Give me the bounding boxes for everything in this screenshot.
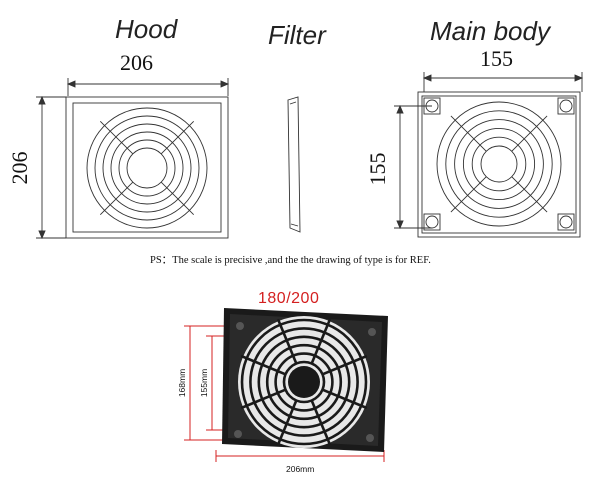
guard-ring: [445, 110, 553, 218]
size-label: 180/200: [258, 290, 320, 307]
guard-ring: [282, 360, 326, 404]
guard-spoke: [511, 115, 548, 152]
guard-ring: [471, 136, 527, 192]
main-body-title: Main body: [430, 16, 550, 46]
guard-spoke: [276, 400, 298, 446]
guard-spoke: [310, 400, 332, 446]
height-inner-label: 155mm: [199, 368, 209, 398]
guard-ring: [274, 352, 334, 412]
guard-ring: [249, 327, 359, 437]
hood-width-label: 206: [120, 50, 153, 75]
guard-ring: [257, 335, 351, 429]
guard-ring: [240, 318, 368, 446]
guard-ring: [110, 131, 184, 205]
body-width-label: 155: [480, 46, 513, 71]
guard-ring: [436, 101, 562, 227]
guard-ring: [265, 343, 343, 421]
guard-spoke: [450, 176, 487, 213]
filter-title: Filter: [268, 20, 326, 50]
guard-ring: [454, 119, 544, 209]
guard-spoke: [511, 176, 548, 213]
reference-note: PS：The scale is precisive ,and the the d…: [150, 255, 431, 266]
guard-ring: [462, 127, 536, 201]
guard-spoke: [240, 354, 286, 376]
height-outer-label: 168mm: [177, 368, 187, 398]
guard-ring: [126, 147, 168, 189]
guard-ring: [118, 139, 176, 197]
guard-spoke: [322, 354, 368, 376]
guard-spoke: [99, 120, 134, 155]
guard-spoke: [160, 181, 195, 216]
guard-ring: [102, 123, 192, 213]
width-label: 206mm: [286, 464, 315, 474]
guard-ring: [480, 145, 518, 183]
guard-spoke: [240, 388, 286, 410]
guard-spoke: [310, 318, 332, 364]
guard-spoke: [160, 120, 195, 155]
guard-spoke: [450, 115, 487, 152]
guard-spoke: [276, 318, 298, 364]
guard-spoke: [99, 181, 134, 216]
hood-drawing: [36, 72, 584, 240]
guard-ring: [94, 115, 200, 221]
hood-title: Hood: [115, 14, 178, 44]
guard-ring: [86, 107, 208, 229]
guard-spoke: [322, 388, 368, 410]
